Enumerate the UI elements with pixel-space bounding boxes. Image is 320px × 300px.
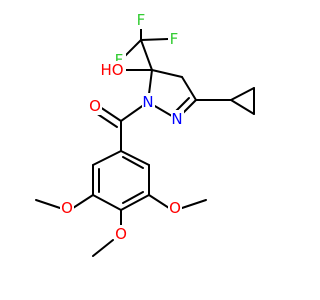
bond-c5-ch2 — [151, 69, 183, 78]
bond-ring-inner-3 — [122, 156, 144, 169]
bond-ring-3 — [92, 194, 122, 211]
atom-o-para: O — [114, 225, 128, 243]
atom-o-meta-right: O — [168, 199, 182, 217]
bond-ring-6 — [120, 150, 150, 166]
bond-cf3-f-left — [124, 39, 142, 57]
bond-ring-inner-2 — [122, 191, 144, 204]
atom-o-meta-left: O — [60, 199, 74, 217]
bond-ring-1 — [92, 150, 122, 166]
atom-o-para-label: O — [115, 225, 127, 243]
bond-o-left-methyl — [35, 199, 61, 209]
atom-labels: F F F HO N N O O — [60, 11, 184, 243]
bond-carbonyl-o — [99, 106, 122, 122]
atom-n2-label: N — [171, 110, 182, 128]
bond-o-right-methyl — [181, 199, 207, 209]
bond-carbonyl-o-double — [95, 112, 118, 128]
bond-cf3-f-right — [140, 38, 169, 41]
atom-o-carbonyl-label: O — [89, 97, 101, 115]
atom-o-carbonyl: O — [88, 97, 102, 115]
atom-n1-label: N — [142, 93, 153, 111]
structure-diagram: F F F HO N N O O — [35, 11, 255, 257]
atom-o-meta-right-label: O — [169, 199, 181, 217]
atom-f-right-label: F — [170, 30, 179, 48]
atom-f-top-label: F — [137, 11, 146, 29]
atom-f-right: F — [168, 30, 181, 48]
bond-o-para-methyl — [92, 239, 114, 257]
atom-hydroxyl-label: HO — [100, 61, 123, 79]
bond-ring-o-left — [72, 194, 94, 209]
bond-cp-a — [230, 87, 255, 101]
molecule-canvas: F F F HO N N O O — [35, 11, 255, 257]
bond-cf3-c5 — [140, 39, 153, 71]
bond-ring-o-right — [148, 194, 170, 209]
atom-o-meta-left-label: O — [61, 199, 73, 217]
atom-n2: N — [171, 110, 184, 128]
atom-n1: N — [142, 93, 155, 111]
atom-f-top: F — [135, 11, 148, 29]
atom-hydroxyl: HO — [98, 61, 126, 79]
atom-f-left-label: F — [115, 51, 124, 69]
bonds — [35, 26, 255, 257]
bond-cp-c — [230, 99, 255, 115]
bond-ch2-c3 — [181, 76, 197, 101]
bond-ring-4 — [120, 194, 150, 211]
